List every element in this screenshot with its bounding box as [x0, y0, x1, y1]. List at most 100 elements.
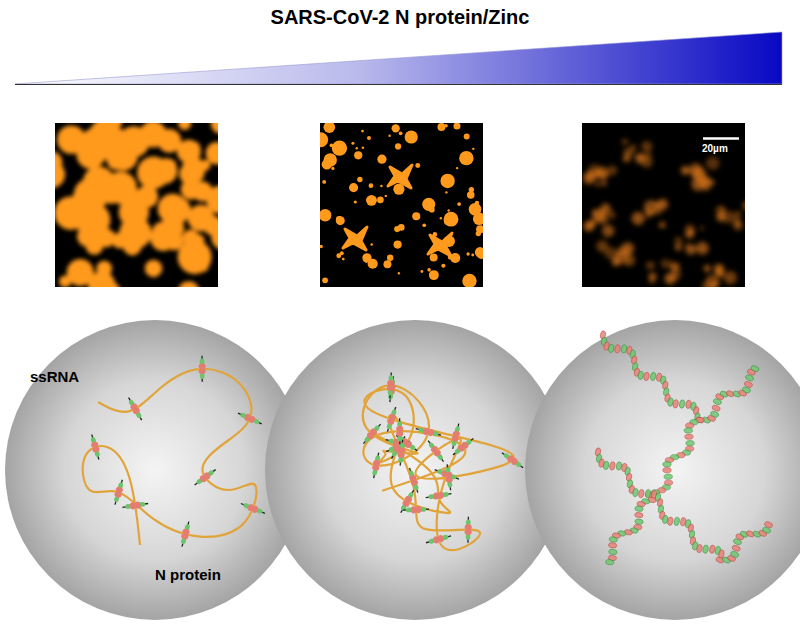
droplet — [427, 268, 431, 272]
protein-domain — [92, 446, 100, 453]
aggregate — [641, 141, 652, 152]
protein-tail — [363, 424, 380, 444]
protein-subunit — [686, 441, 694, 446]
protein-domain — [437, 534, 444, 542]
condensate-circle — [265, 320, 565, 620]
protein-domain — [464, 529, 471, 535]
droplet — [441, 264, 445, 268]
protein-domain — [409, 474, 418, 482]
droplet — [429, 270, 439, 280]
n-protein-dimer — [122, 500, 149, 511]
protein-subunit — [609, 461, 616, 470]
n-protein-dimer — [464, 517, 472, 543]
aggregate — [704, 265, 711, 272]
droplet — [100, 132, 132, 164]
droplet — [354, 151, 362, 159]
aggregate — [610, 213, 616, 219]
n-protein-dimer — [112, 479, 126, 506]
aggregate — [596, 167, 609, 180]
irregular-droplet — [388, 165, 412, 188]
protein-domain — [373, 459, 381, 466]
droplet — [210, 188, 218, 199]
droplet — [324, 153, 337, 166]
aggregate — [645, 209, 651, 215]
scale-bar — [703, 137, 739, 140]
droplet — [320, 132, 328, 147]
droplet — [444, 124, 447, 127]
aggregate — [675, 244, 682, 251]
aggregate — [714, 264, 725, 275]
protein-subunit — [608, 542, 617, 548]
droplet — [412, 212, 420, 220]
droplet — [457, 202, 461, 206]
n-protein-dimer — [361, 422, 384, 446]
protein-subunit — [614, 344, 621, 353]
droplet — [332, 141, 347, 156]
protein-subunit — [632, 488, 639, 497]
protein-domain — [182, 528, 190, 535]
n-protein-dimer — [240, 500, 267, 517]
protein-domain — [199, 368, 206, 374]
droplet — [475, 247, 483, 257]
protein-tail — [453, 439, 473, 455]
droplet — [211, 123, 218, 134]
droplet — [415, 163, 420, 168]
droplet — [77, 203, 110, 236]
protein-subunit — [709, 545, 716, 554]
droplet — [394, 226, 400, 232]
droplet — [331, 167, 334, 170]
droplet — [456, 167, 458, 169]
condensate-circle — [525, 320, 800, 620]
aggregate — [685, 230, 694, 239]
droplet — [323, 123, 335, 133]
protein-domain — [510, 457, 519, 466]
droplet — [178, 240, 212, 274]
droplet — [473, 212, 483, 225]
n-protein-dimer — [236, 410, 263, 427]
aggregate — [696, 242, 709, 255]
aggregate — [735, 219, 741, 225]
aggregate — [688, 229, 695, 236]
protein-subunit — [603, 461, 610, 470]
droplet — [158, 129, 182, 153]
droplet — [59, 275, 71, 287]
n-protein-dimer — [88, 434, 102, 461]
droplet — [394, 240, 402, 248]
protein-tail — [502, 453, 523, 468]
droplet — [334, 151, 337, 154]
droplet-layer — [55, 123, 218, 287]
droplet — [368, 259, 378, 269]
droplet — [199, 160, 210, 171]
wedge-baseline — [15, 84, 782, 85]
droplet — [387, 255, 393, 261]
micrograph — [582, 123, 745, 287]
protein-subunit — [634, 512, 643, 518]
aggregate — [636, 153, 645, 162]
aggregate — [649, 278, 655, 284]
droplet — [398, 272, 400, 274]
droplet — [104, 172, 136, 204]
irregular-droplet — [343, 227, 367, 250]
protein-helix-aggregate — [595, 330, 774, 565]
aggregate — [689, 163, 703, 177]
protein-domain — [244, 413, 252, 422]
aggregate — [596, 240, 608, 252]
protein-domain — [130, 502, 137, 510]
callout-label: N protein — [155, 566, 221, 583]
droplet — [383, 260, 391, 268]
aggregate — [644, 152, 651, 159]
protein-tail — [195, 470, 216, 485]
droplet — [377, 197, 384, 204]
aggregate — [743, 201, 745, 210]
droplet — [365, 260, 368, 263]
droplet — [395, 143, 401, 149]
aggregate — [607, 166, 617, 176]
protein-tail — [428, 441, 443, 462]
protein-subunit — [750, 365, 760, 373]
irregular-droplet — [428, 233, 452, 256]
droplet-layer — [320, 123, 483, 287]
droplet — [367, 136, 371, 140]
protein-subunit — [609, 536, 618, 542]
aggregate — [681, 166, 690, 175]
protein-domain — [387, 380, 394, 386]
